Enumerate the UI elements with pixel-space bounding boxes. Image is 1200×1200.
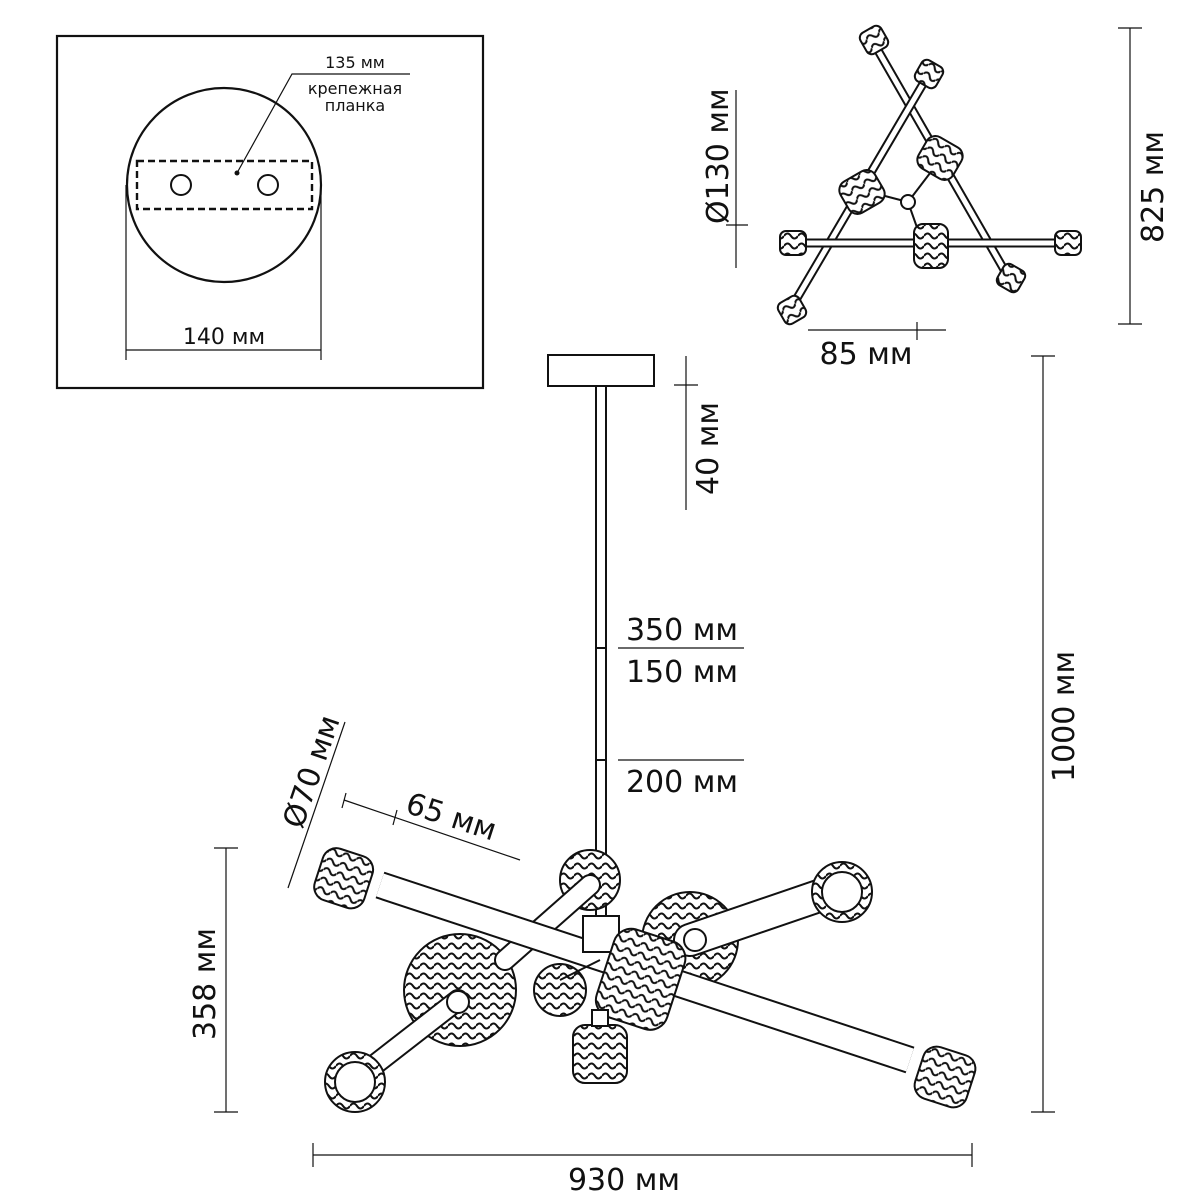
front-shade-bottom bbox=[572, 1024, 628, 1084]
front-shade-right-end bbox=[913, 1045, 977, 1109]
top-shade-7 bbox=[1054, 230, 1082, 256]
plate-label-line1: крепежная bbox=[308, 79, 402, 98]
suspension-rod bbox=[595, 385, 607, 917]
rod-middle-length: 150 мм bbox=[626, 655, 738, 690]
mounting-plate-inset: 135 мм крепежная планка 140 мм bbox=[55, 34, 485, 390]
top-shade-6 bbox=[779, 230, 807, 256]
socket-right bbox=[683, 928, 707, 952]
bottom-shade-holder bbox=[591, 1009, 609, 1027]
plate-label-line2: планка bbox=[325, 96, 385, 115]
plate-leader-line bbox=[236, 73, 410, 174]
mounting-hole-left bbox=[170, 174, 192, 196]
mounting-plate bbox=[135, 159, 314, 211]
canopy-height-label: 40 мм bbox=[691, 402, 726, 495]
arm-offset-tick-2 bbox=[392, 809, 398, 826]
rod-bottom-length: 200 мм bbox=[626, 765, 738, 800]
top-shade-4 bbox=[838, 169, 886, 215]
front-shade-center bbox=[594, 927, 687, 1031]
top-view: Ø130 мм 85 мм 825 мм bbox=[701, 24, 1171, 372]
top-hub bbox=[900, 194, 916, 210]
hub-connector bbox=[559, 959, 601, 981]
top-shade-5 bbox=[913, 223, 949, 269]
open-shade-right-inner bbox=[821, 871, 863, 913]
open-shade-lower-left-inner bbox=[334, 1061, 376, 1103]
canopy-circle bbox=[125, 86, 323, 284]
mounting-hole-right bbox=[257, 174, 279, 196]
body-height-label: 358 мм bbox=[188, 928, 223, 1040]
arm-offset-dim-line bbox=[343, 799, 521, 861]
canopy-diameter-label: 140 мм bbox=[183, 325, 265, 350]
top-shade-2 bbox=[913, 58, 945, 90]
plate-width-label: 135 мм bbox=[325, 53, 385, 72]
top-shade-1 bbox=[858, 24, 890, 56]
front-shade-diameter-label: Ø70 мм bbox=[276, 711, 347, 833]
total-width-label: 930 мм bbox=[568, 1163, 680, 1198]
back-shade-small bbox=[533, 963, 587, 1017]
arm-offset-label: 65 мм bbox=[402, 786, 501, 848]
front-view: 40 мм 350 мм 150 мм 200 мм 1000 мм Ø70 м… bbox=[188, 354, 1082, 1198]
socket-left bbox=[446, 990, 470, 1014]
total-height-label: 1000 мм bbox=[1047, 651, 1082, 782]
arm-offset-tick-1 bbox=[341, 792, 347, 809]
top-shade-3 bbox=[916, 135, 964, 181]
rod-top-length: 350 мм bbox=[626, 613, 738, 648]
shade-diameter-dim-line bbox=[287, 721, 346, 889]
top-shade-8 bbox=[995, 262, 1027, 294]
total-depth-label: 825 мм bbox=[1136, 131, 1171, 243]
front-canopy bbox=[547, 354, 655, 387]
top-shade-diameter-label: Ø130 мм bbox=[701, 88, 736, 224]
top-shade-9 bbox=[776, 294, 808, 326]
offset-label: 85 мм bbox=[820, 337, 913, 372]
front-shade-left-end bbox=[313, 847, 375, 910]
arm-upper-left bbox=[494, 874, 601, 971]
inset-frame bbox=[55, 34, 485, 390]
